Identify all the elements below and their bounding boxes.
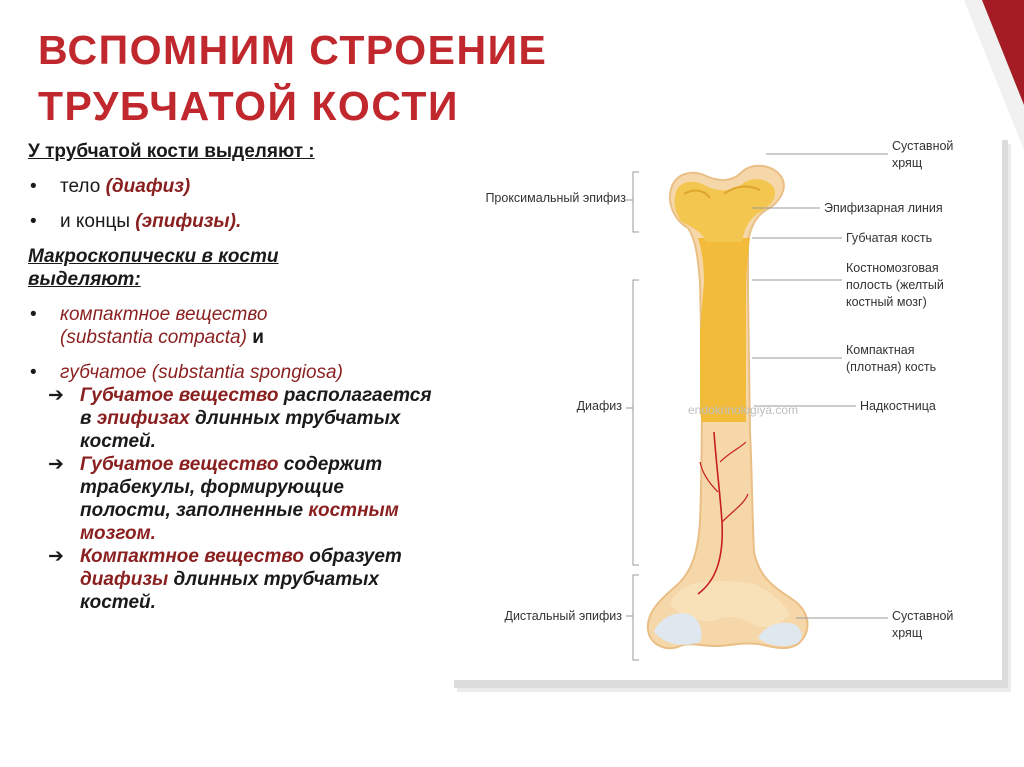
term-compact: компактное вещество (substantia compacta…: [60, 304, 267, 348]
label-spongy-bone: Губчатая кость: [846, 230, 932, 247]
bullet-dot: •: [30, 303, 37, 326]
note2-term: Губчатое вещество: [80, 454, 279, 475]
note-spongy-location: ➔ Губчатое вещество располагается в эпиф…: [28, 384, 440, 453]
note-compact-diaphysis: ➔ Компактное вещество образует диафизы д…: [28, 545, 450, 614]
label-diaphysis: Диафиз: [548, 398, 622, 415]
macro-heading: Макроскопически в кости выделяют:: [28, 245, 358, 291]
note-spongy-trabeculae: ➔ Губчатое вещество содержит трабекулы, …: [28, 453, 410, 545]
note3-term: Компактное вещество: [80, 546, 304, 567]
label-marrow-cavity: Костномозговая полость (желтый костный м…: [846, 260, 976, 311]
note1-term2: эпифизах: [97, 408, 190, 429]
bullet-spongy: • губчатое (substantia spongiosa): [28, 361, 360, 384]
bullet-dot: •: [30, 361, 37, 384]
title-line-1: ВСПОМНИМ СТРОЕНИЕ: [38, 22, 738, 78]
compact-suffix: и: [247, 327, 264, 348]
text-column: У трубчатой кости выделяют : • тело (диа…: [28, 140, 438, 614]
watermark: endokrinologiya.com: [688, 403, 798, 417]
intro-text: У трубчатой кости выделяют :: [28, 140, 438, 163]
slide-title: ВСПОМНИМ СТРОЕНИЕ ТРУБЧАТОЙ КОСТИ: [38, 22, 738, 134]
note1-term: Губчатое вещество: [80, 385, 279, 406]
label-epiphyseal-line: Эпифизарная линия: [824, 200, 943, 217]
leader-lines: [752, 154, 888, 618]
note3-text-a: образует: [309, 546, 402, 567]
label-articular-cartilage-top: Суставной хрящ: [892, 138, 972, 172]
term-diaphysis: (диафиз): [106, 176, 191, 197]
arrow-icon: ➔: [48, 453, 64, 476]
label-compact-bone: Компактная (плотная) кость: [846, 342, 966, 376]
corner-decoration: [964, 0, 1024, 150]
bullet-dot: •: [30, 175, 37, 198]
bullet-ends: • и концы (эпифизы).: [28, 210, 438, 233]
bullet-ends-text: и концы: [60, 211, 135, 232]
bullet-compact: • компактное вещество (substantia compac…: [28, 303, 360, 349]
label-proximal-epiphysis: Проксимальный эпифиз: [458, 190, 626, 207]
label-articular-cartilage-bottom: Суставной хрящ: [892, 608, 972, 642]
term-spongy: губчатое (substantia spongiosa): [60, 362, 343, 383]
note3-term2: диафизы: [80, 569, 168, 590]
label-distal-epiphysis: Дистальный эпифиз: [468, 608, 622, 625]
title-line-2: ТРУБЧАТОЙ КОСТИ: [38, 78, 738, 134]
bullet-body: • тело (диафиз): [28, 175, 438, 198]
bullet-dot: •: [30, 210, 37, 233]
term-epiphyses: (эпифизы).: [135, 211, 241, 232]
bracket-lines: [626, 172, 639, 660]
bullet-body-text: тело: [60, 176, 106, 197]
arrow-icon: ➔: [48, 384, 64, 407]
label-periosteum: Надкостница: [860, 398, 936, 415]
arrow-icon: ➔: [48, 545, 64, 568]
bone-diagram: endokrinologiya.com Суставной хрящ Прокс…: [448, 132, 1002, 680]
